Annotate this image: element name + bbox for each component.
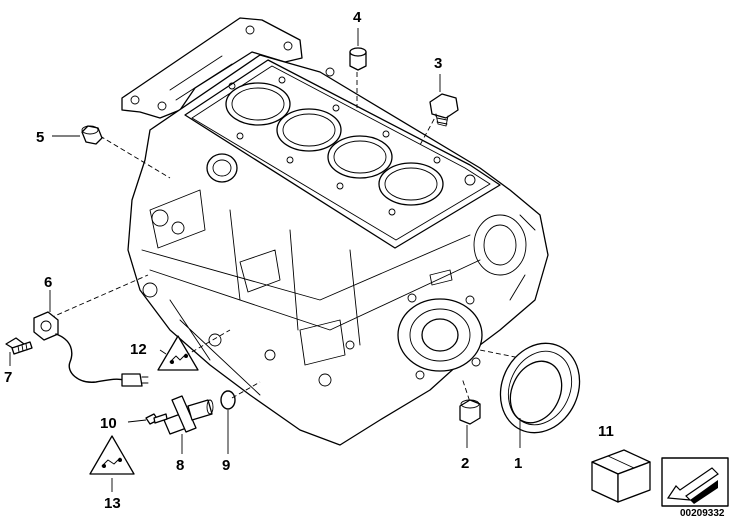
warning-triangle-icon (157, 335, 199, 371)
engine-block (121, 17, 549, 446)
callout-1: 1 (514, 455, 522, 472)
arrow-icon (661, 457, 729, 507)
callout-9: 9 (222, 457, 230, 474)
dowel-sleeve-5 (81, 125, 103, 145)
crankshaft-seal (499, 342, 581, 434)
dowel-sleeve-2 (459, 399, 481, 425)
warning-triangle-icon (89, 435, 135, 475)
callout-8: 8 (176, 457, 184, 474)
dowel-sleeve-4 (349, 47, 367, 71)
bolt-10 (145, 413, 168, 425)
o-ring (220, 390, 236, 410)
callout-4: 4 (353, 9, 362, 26)
callout-5: 5 (36, 129, 44, 146)
box-icon (591, 449, 651, 503)
knock-sensor (33, 311, 149, 387)
crankshaft-sensor (163, 395, 214, 435)
callout-7: 7 (4, 369, 12, 386)
reference-number: 00209332 (680, 508, 725, 519)
callout-10: 10 (100, 415, 117, 432)
plug-screw (429, 93, 459, 127)
bolt-7 (5, 337, 33, 355)
callout-2: 2 (461, 455, 469, 472)
callout-3: 3 (434, 55, 442, 72)
leader-lines (9, 28, 521, 492)
callout-13: 13 (104, 495, 121, 512)
callout-11: 11 (598, 423, 614, 440)
callout-12: 12 (130, 341, 147, 358)
callout-6: 6 (44, 274, 52, 291)
